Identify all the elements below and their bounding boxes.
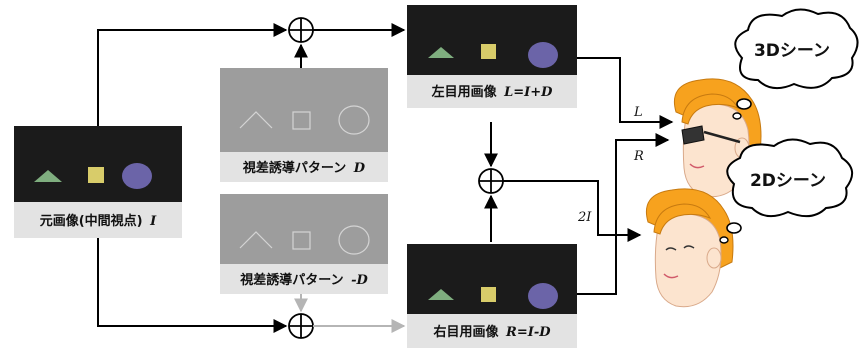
signal-l-label: L — [633, 105, 643, 120]
negative-pattern-lines — [294, 294, 406, 333]
pattern-neg-d-label: 視差誘導パターン — [239, 272, 343, 288]
triangle-shape — [34, 170, 62, 182]
right-eye-image-panel: 右目用画像 R=I-D — [407, 244, 577, 348]
svg-text:視差誘導パターン -D: 視差誘導パターン -D — [239, 272, 368, 288]
right-eye-label: 右目用画像 — [433, 324, 500, 340]
parallax-pattern-neg-d-panel: 視差誘導パターン -D — [220, 194, 388, 294]
right-eye-var: R=I-D — [505, 325, 551, 340]
thought-cloud-3d: 3Dシーン — [732, 8, 859, 120]
connection-lines — [97, 23, 674, 333]
viewer-3d-label: 3Dシーン — [754, 41, 830, 61]
viewer-2d — [646, 188, 734, 308]
sum-node-top — [288, 17, 314, 43]
signal-r-label: R — [633, 149, 644, 164]
sum-node-bottom — [288, 313, 314, 339]
svg-text:視差誘導パターン D: 視差誘導パターン D — [242, 160, 366, 176]
original-var: I — [149, 214, 157, 229]
3d-glasses-icon — [681, 125, 741, 145]
svg-text:左目用画像 L=I+D: 左目用画像 L=I+D — [432, 84, 554, 100]
sum-node-middle — [478, 168, 504, 194]
thought-cloud-2d: 2Dシーン — [719, 138, 853, 244]
original-label: 元画像(中間視点) — [40, 213, 143, 229]
pattern-neg-d-var: -D — [351, 273, 368, 288]
svg-text:元画像(中間視点) I: 元画像(中間視点) I — [40, 213, 157, 229]
viewer-2d-label: 2Dシーン — [750, 171, 826, 191]
signal-2i-label: 2I — [577, 210, 592, 225]
pattern-d-label: 視差誘導パターン — [242, 160, 346, 176]
pattern-d-var: D — [353, 161, 366, 176]
circle-shape — [122, 163, 152, 189]
svg-text:右目用画像 R=I-D: 右目用画像 R=I-D — [433, 324, 552, 340]
parallax-pattern-d-panel: 視差誘導パターン D — [220, 68, 388, 182]
left-eye-image-panel: 左目用画像 L=I+D — [407, 5, 577, 108]
square-shape — [88, 167, 104, 183]
left-eye-var: L=I+D — [503, 85, 553, 100]
original-image-panel: 元画像(中間視点) I — [14, 126, 182, 238]
left-eye-label: 左目用画像 — [432, 84, 498, 100]
